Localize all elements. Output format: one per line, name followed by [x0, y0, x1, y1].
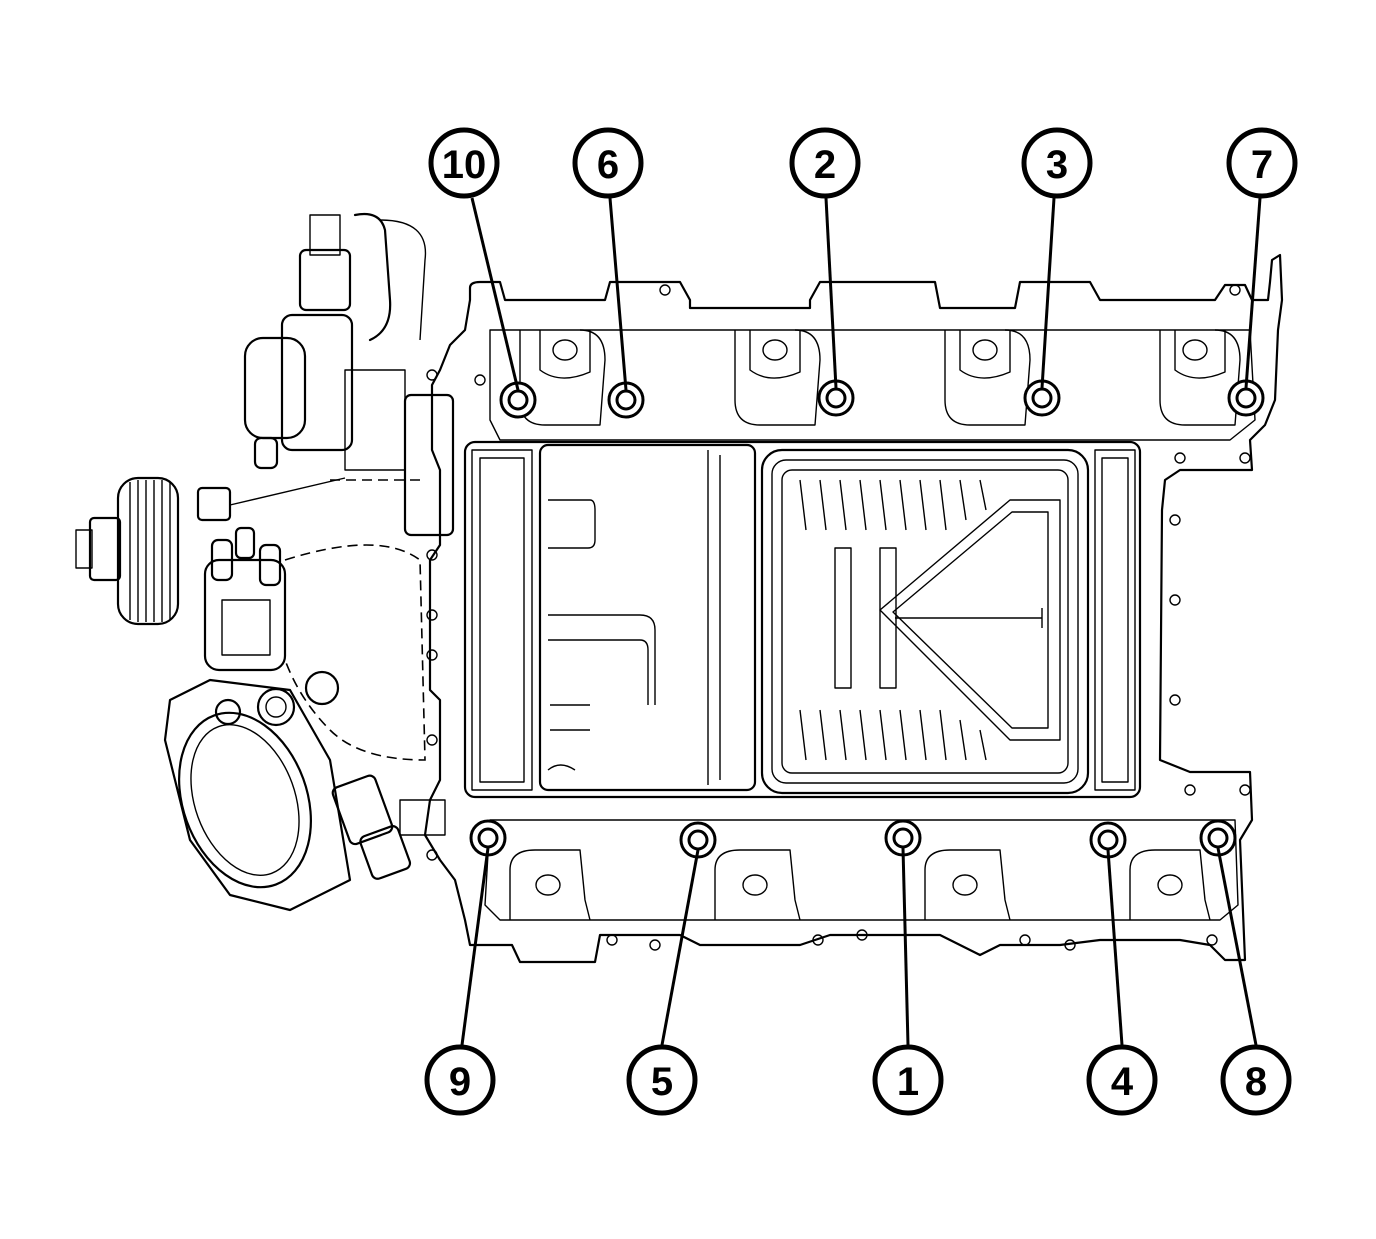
callout-2: 2: [789, 127, 861, 199]
callout-label: 2: [814, 143, 836, 187]
callout-label: 10: [442, 143, 487, 187]
callout-label: 3: [1046, 143, 1068, 187]
callout-label: 7: [1251, 143, 1273, 187]
leader-2: [824, 197, 838, 389]
callout-1: 1: [872, 1044, 944, 1116]
bolt-2: [817, 379, 855, 417]
leader-6: [608, 197, 628, 391]
leader-5: [660, 849, 700, 1046]
callout-10: 10: [428, 127, 500, 199]
callout-label: 8: [1245, 1060, 1267, 1104]
callout-label: 6: [597, 143, 619, 187]
leader-8: [1216, 847, 1258, 1046]
callout-3: 3: [1021, 127, 1093, 199]
callout-5: 5: [626, 1044, 698, 1116]
callout-label: 9: [449, 1060, 471, 1104]
callout-7: 7: [1226, 127, 1298, 199]
bolt-10: [499, 381, 537, 419]
callout-8: 8: [1220, 1044, 1292, 1116]
callouts: 10 6 2 3 7 9 5 1: [424, 127, 1298, 1116]
flange-holes: [426, 284, 1251, 951]
callout-4: 4: [1086, 1044, 1158, 1116]
callout-label: 1: [897, 1060, 919, 1104]
callout-label: 5: [651, 1060, 673, 1104]
leader-1: [901, 847, 910, 1046]
leader-9: [460, 847, 490, 1046]
bolt-5: [679, 821, 717, 859]
throttle-body-assembly: [75, 212, 455, 912]
callout-6: 6: [572, 127, 644, 199]
leader-10: [470, 197, 520, 391]
callout-9: 9: [424, 1044, 496, 1116]
leader-7: [1244, 197, 1262, 389]
leader-lines: [460, 197, 1262, 1046]
callout-label: 4: [1111, 1060, 1134, 1104]
leader-3: [1040, 197, 1056, 389]
bolts: [469, 379, 1265, 859]
bolt-3: [1023, 379, 1061, 417]
leader-4: [1106, 849, 1124, 1046]
manifold-body: [423, 253, 1284, 964]
